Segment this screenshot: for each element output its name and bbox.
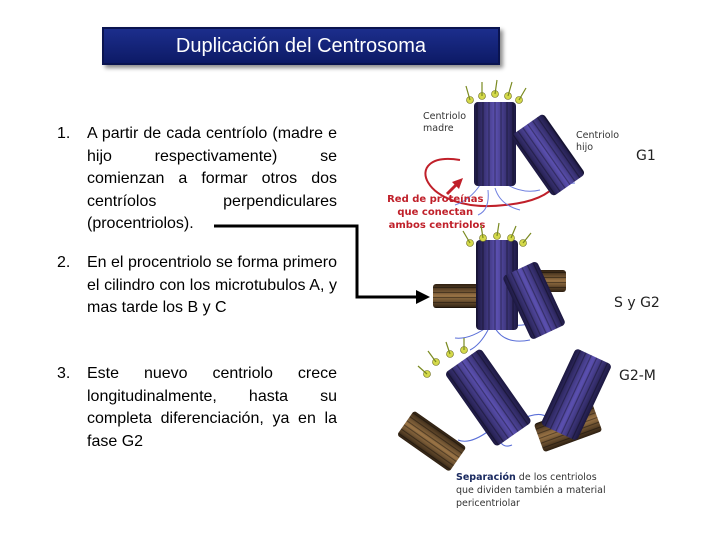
step-text: En el procentriolo se forma primero el c…: [87, 254, 337, 316]
step-text: A partir de cada centríolo (madre e hijo…: [87, 125, 337, 232]
phase-s-g2: S y G2: [614, 295, 660, 311]
label-daughter-line2: hijo: [576, 142, 593, 153]
fiber-strands: [454, 174, 576, 216]
connector-arrowhead: [416, 290, 430, 304]
label-proteins-line2: que conectan: [397, 207, 473, 218]
appendage-dots: [466, 90, 523, 104]
step-item: 1. A partir de cada centríolo (madre e h…: [57, 123, 337, 236]
step-text: Este nuevo centriolo crece longitudinalm…: [87, 365, 337, 450]
label-proteins-line1: Red de proteínas: [387, 193, 483, 205]
g2-m-panel: [397, 338, 611, 471]
step-item: 3. Este nuevo centriolo crece longitudin…: [57, 363, 337, 453]
label-separation: Separación de los centriolos que dividen…: [456, 472, 609, 509]
label-separation-line1: de los centriolos: [516, 472, 597, 483]
s-g2-panel: [433, 222, 566, 351]
label-separation-line2: que dividen también a material: [456, 485, 606, 496]
label-separation-bold: Separación: [456, 472, 516, 483]
label-mother-line2: madre: [423, 123, 454, 134]
label-mother: Centriolo madre: [423, 111, 469, 134]
page-title: Duplicación del Centrosoma: [175, 34, 427, 57]
label-proteins: Red de proteínas que conectan ambos cent…: [387, 193, 487, 231]
phase-g2-m: G2-M: [619, 368, 656, 384]
step-number: 1.: [57, 125, 71, 142]
title-banner: Duplicación del Centrosoma: [102, 27, 500, 65]
label-separation-line3: pericentriolar: [456, 498, 520, 509]
label-proteins-line3: ambos centriolos: [389, 220, 486, 231]
g1-panel: [424, 79, 585, 216]
step-item: 2. En el procentriolo se forma primero e…: [57, 252, 337, 320]
label-daughter-line1: Centriolo: [576, 130, 619, 141]
label-mother-line1: Centriolo: [423, 111, 466, 122]
phase-g1: G1: [636, 148, 656, 164]
step-number: 2.: [57, 254, 71, 271]
connector-arrow: [214, 224, 418, 299]
label-daughter: Centriolo hijo: [576, 130, 622, 153]
step-number: 3.: [57, 365, 71, 382]
